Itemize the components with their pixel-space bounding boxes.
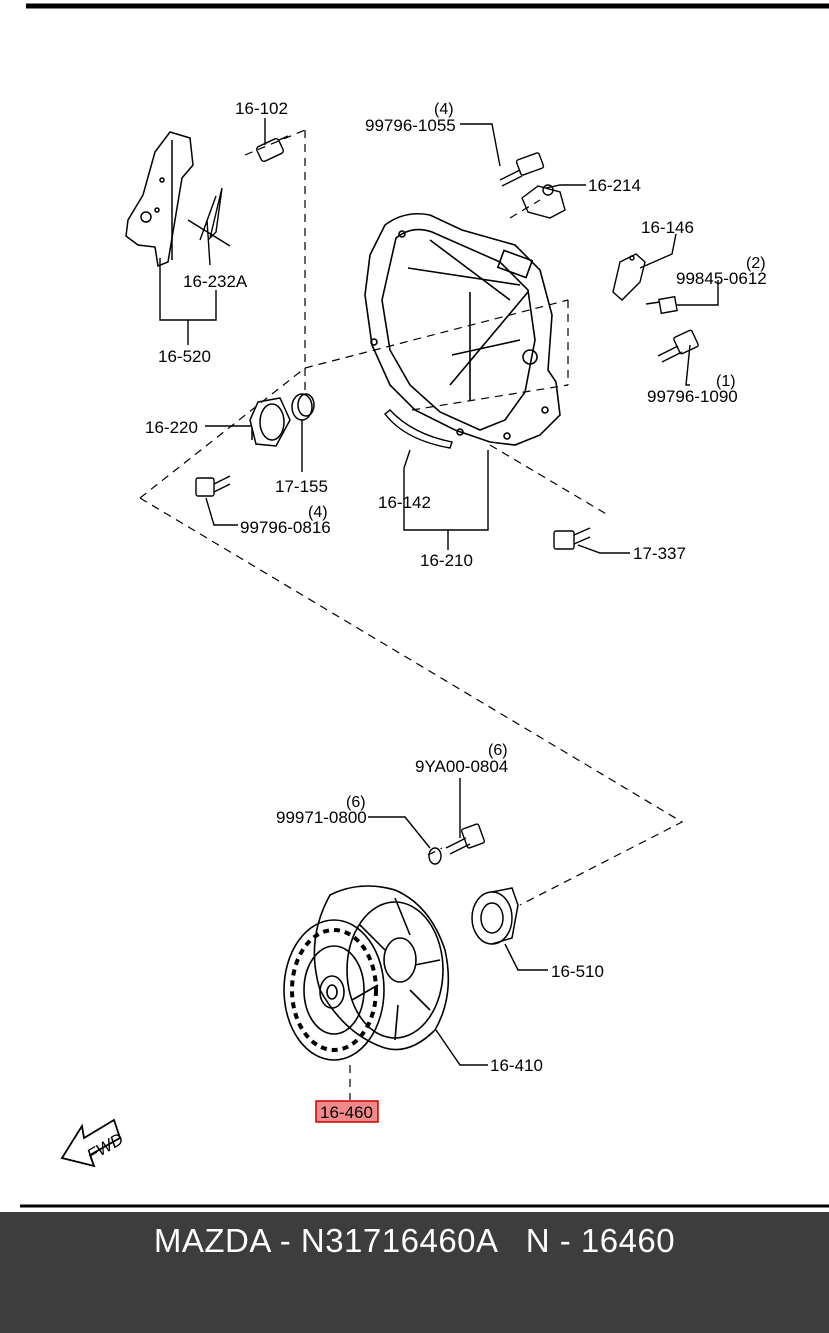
highlight-box xyxy=(315,1100,379,1123)
label-99845-0612: 99845-0612 xyxy=(676,269,767,288)
fwd-arrow-icon: FWD xyxy=(60,1118,127,1168)
oil-seal xyxy=(291,393,315,421)
label-9ya00-0804: 9YA00-0804 xyxy=(415,757,508,776)
footer-bar: MAZDA - N31716460A N - 16460 xyxy=(0,1212,829,1333)
qty-99796-1055: (4) xyxy=(434,101,454,118)
label-16-410: 16-410 xyxy=(490,1056,543,1075)
label-16-142: 16-142 xyxy=(378,493,431,512)
label-99796-1090: 99796-1090 xyxy=(647,387,738,406)
label-99971-0800: 99971-0800 xyxy=(276,808,367,827)
clutch-release-fork-bracket xyxy=(125,131,194,268)
lock-washer xyxy=(428,847,442,865)
label-99796-1055: 99796-1055 xyxy=(365,116,456,135)
clutch-parts-diagram: FWD 16-102 (4) 99796-1055 16-214 16-146 … xyxy=(20,3,829,1208)
qty-9ya00-0804: (6) xyxy=(488,742,508,759)
housing-bolt-upper xyxy=(499,152,545,187)
pivot-bolt xyxy=(256,135,289,163)
qty-99796-0816: (4) xyxy=(308,504,328,521)
label-16-460[interactable]: 16-460 xyxy=(320,1103,373,1122)
label-16-146: 16-146 xyxy=(641,218,694,237)
label-16-520: 16-520 xyxy=(158,347,211,366)
clutch-disc xyxy=(283,919,385,1061)
release-fork-boot xyxy=(521,184,566,219)
cover-bolt xyxy=(645,295,678,315)
label-16-220: 16-220 xyxy=(145,418,198,437)
label-16-510: 16-510 xyxy=(551,962,604,981)
label-16-214: 16-214 xyxy=(588,176,641,195)
pressure-plate-bolt xyxy=(445,823,486,855)
label-17-155: 17-155 xyxy=(275,477,328,496)
release-bearing xyxy=(471,887,519,945)
clutch-housing xyxy=(364,212,561,446)
housing-bolt-side xyxy=(657,329,699,363)
qty-99971-0800: (6) xyxy=(346,794,366,811)
part-number-caption: MAZDA - N31716460A N - 16460 xyxy=(153,1222,676,1259)
label-16-210: 16-210 xyxy=(420,551,473,570)
return-spring xyxy=(187,187,231,247)
flange-bolt xyxy=(553,527,591,550)
qty-99845-0612: (2) xyxy=(746,255,766,272)
tube-bolt xyxy=(195,475,231,497)
bearing-guide-tube xyxy=(249,397,291,447)
housing-gasket xyxy=(384,409,453,449)
dust-cover xyxy=(612,253,646,301)
label-99796-0816: 99796-0816 xyxy=(240,518,331,537)
label-16-232a: 16-232A xyxy=(183,272,248,291)
label-16-102: 16-102 xyxy=(235,99,288,118)
qty-99796-1090: (1) xyxy=(716,373,736,390)
label-17-337: 17-337 xyxy=(633,544,686,563)
pressure-plate xyxy=(313,885,450,1051)
